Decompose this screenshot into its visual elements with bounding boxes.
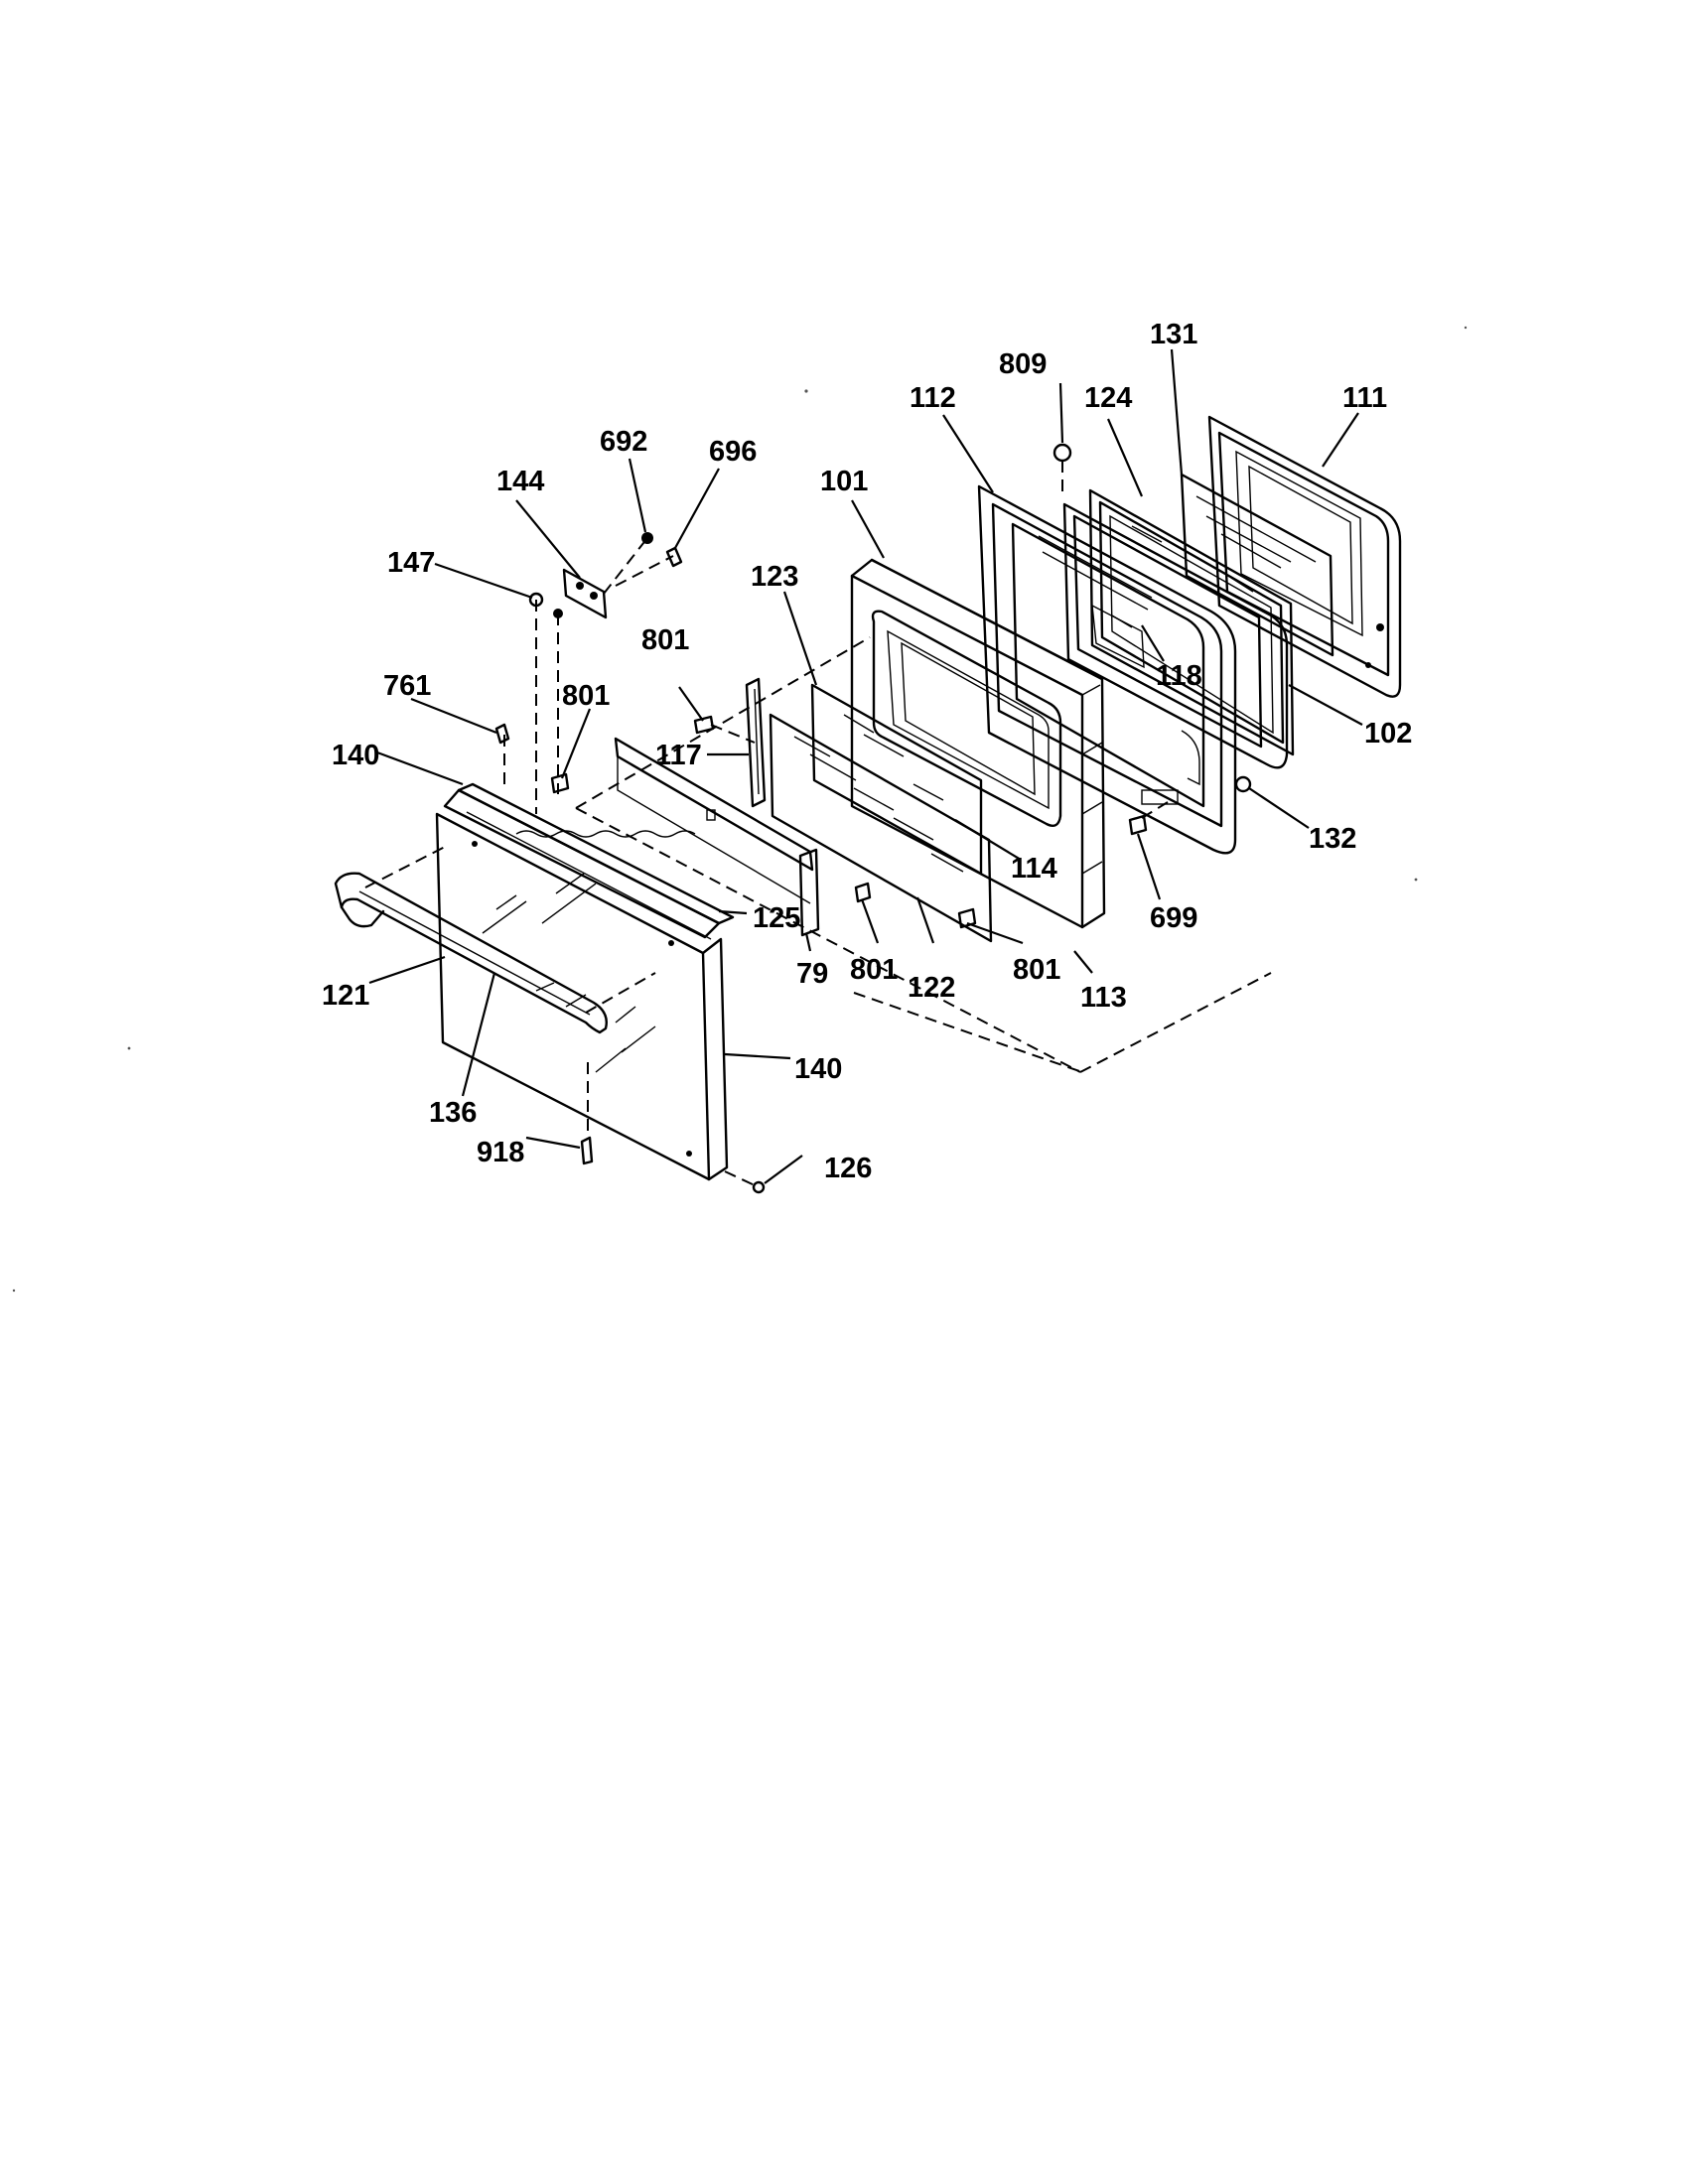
screw-801-right [957,907,977,929]
label-126: 126 [824,1153,872,1184]
handle-to-door-guides [364,845,656,1014]
part-144-hinge-bracket [562,568,608,619]
label-117: 117 [655,740,702,771]
label-114: 114 [1011,853,1057,885]
label-136: 136 [429,1097,477,1129]
part-117-glass-retainer [745,677,820,937]
leader-lines [368,348,1363,1184]
part-112-door-frame [977,484,1237,855]
label-123: 123 [751,561,798,593]
part-123-upper-glass [810,683,983,876]
label-111: 111 [1342,382,1387,414]
label-125: 125 [753,902,800,934]
hinge-dashed-guides [503,537,674,814]
part-121-outer-door [435,782,735,1181]
scan-specks [12,326,1468,1293]
label-918: 918 [477,1137,524,1168]
screw-699 [1128,801,1169,836]
label-113: 113 [1080,982,1127,1014]
label-124: 124 [1084,382,1132,414]
part-696-screw [665,546,683,568]
label-112: 112 [910,382,956,414]
part-136-door-handle [334,872,608,1034]
part-101-inner-door-panel [850,558,1106,929]
part-113-assembly-guide [575,636,1272,1073]
bumper-132 [1234,775,1252,793]
screw-801-bottom [854,882,872,903]
label-147: 147 [387,547,435,579]
screw-809 [1052,443,1072,494]
label-131: 131 [1150,319,1197,350]
bumper-126 [724,1170,766,1194]
part-number-labels: 131 809 111 112 124 692 696 101 144 147 … [322,319,1412,1184]
label-696: 696 [709,436,757,468]
part-111-rear-frame [1207,415,1402,698]
label-801d: 801 [1013,954,1060,986]
label-132: 132 [1309,823,1356,855]
label-79: 79 [796,958,828,990]
label-809: 809 [999,348,1047,380]
screw-801-top [693,715,756,744]
label-101: 101 [820,466,868,497]
label-118: 118 [1156,660,1202,692]
label-699: 699 [1150,902,1197,934]
label-140b: 140 [794,1053,842,1085]
part-102-inner-frame [1062,502,1289,769]
screw-918 [580,1062,594,1165]
label-102: 102 [1364,718,1412,750]
part-131-inner-glass [1180,473,1334,657]
label-692: 692 [600,426,647,458]
label-801c: 801 [850,954,898,986]
part-122-window-glass [769,713,993,943]
label-122: 122 [908,972,955,1004]
label-121: 121 [322,980,369,1012]
part-79-baffle [614,737,814,904]
label-801b: 801 [562,680,610,712]
screw-801-left [550,772,570,794]
screw-761 [494,723,510,745]
label-144: 144 [496,466,544,497]
label-801a: 801 [641,624,689,656]
label-761: 761 [383,670,431,702]
label-140a: 140 [332,740,379,771]
part-124-window-pack [1088,488,1295,756]
